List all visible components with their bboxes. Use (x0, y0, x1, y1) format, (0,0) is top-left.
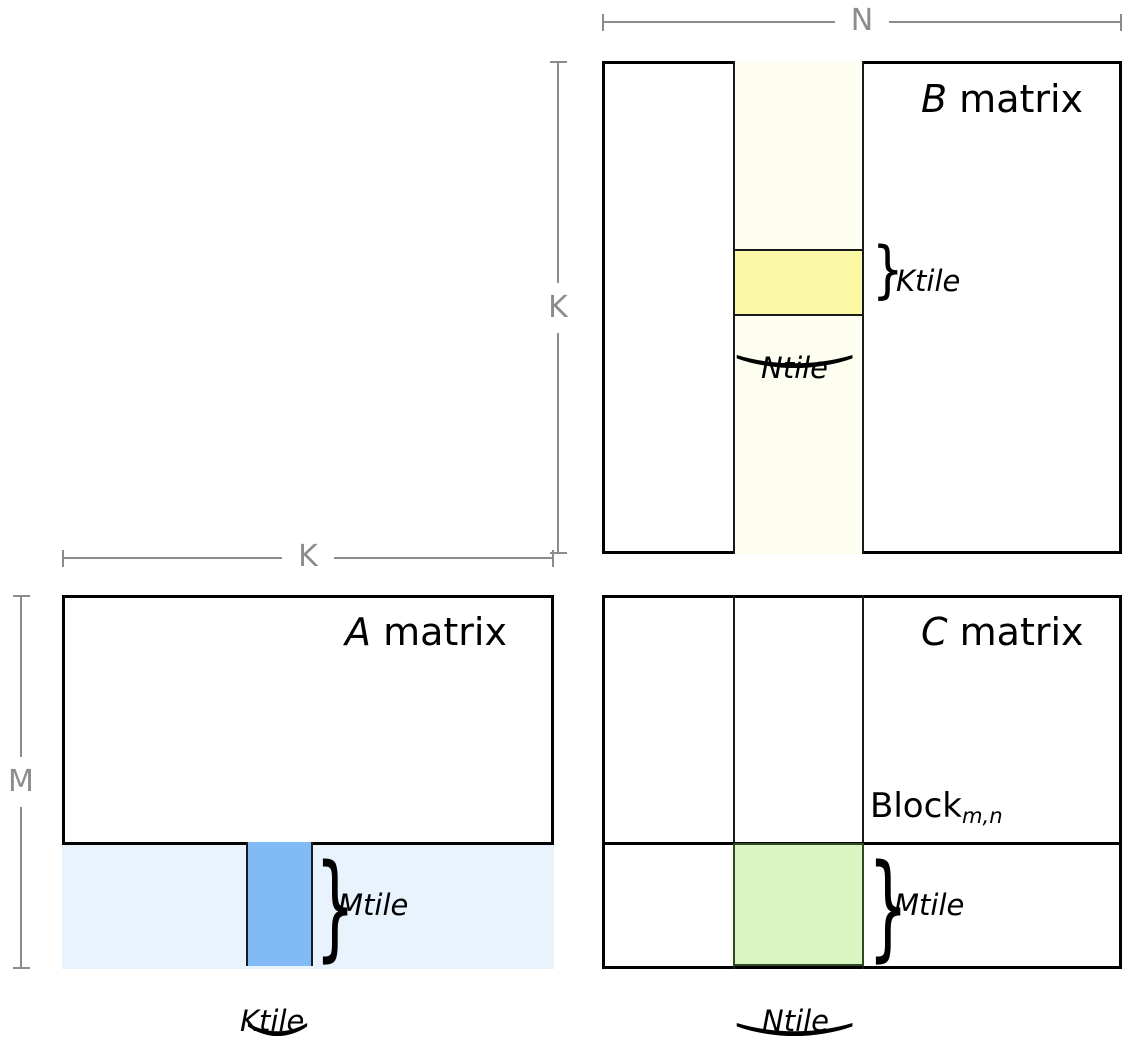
block-mn-base: Block (870, 786, 962, 826)
matrix-c-gridline-left (733, 595, 735, 969)
ruler-cap-right (552, 549, 554, 567)
matrix-b-var: B (921, 77, 948, 121)
brace-glyph: } (871, 233, 904, 306)
label-b-ktile: Ktile (896, 264, 961, 298)
brace-glyph: ⏝ (247, 963, 308, 1033)
matrix-a-tile (246, 842, 313, 966)
dimension-ruler-k-horizontal: K (62, 539, 554, 574)
ruler-bar-left (64, 557, 283, 559)
matrix-c (602, 595, 1122, 969)
ruler-cap-top (549, 61, 567, 63)
matrix-b-word: matrix (959, 77, 1084, 121)
matrix-c-word: matrix (959, 610, 1084, 654)
ruler-cap-right (1120, 13, 1123, 31)
block-mn-label: Blockm,n (870, 786, 1003, 826)
matrix-b-tile (733, 249, 864, 316)
brace-glyph: } (868, 840, 909, 974)
label-c-mtile: Mtile (894, 888, 965, 922)
brace-glyph: ⏝ (735, 963, 854, 1033)
matrix-c-gridline-right (862, 595, 864, 969)
matrix-a-label: A matrix (345, 613, 507, 651)
ruler-bar-bottom (20, 807, 22, 967)
ruler-bar-right (889, 21, 1121, 23)
matrix-a-word: matrix (383, 610, 507, 654)
matrix-c-tile (733, 843, 864, 966)
ruler-cap-top (12, 595, 30, 597)
brace-c-ntile: ⏝ (735, 968, 853, 1028)
brace-c-mtile: } (868, 850, 908, 965)
brace-a-mtile: } (315, 850, 355, 965)
brace-a-ktile: ⏝ (247, 968, 308, 1028)
brace-b-ntile: ⏝ (735, 300, 853, 360)
matrix-c-label: C matrix (921, 613, 1084, 651)
brace-b-ktile: } (872, 239, 904, 301)
dimension-label-k-vertical: K (548, 289, 568, 325)
dimension-ruler-k-vertical: K (545, 61, 571, 554)
ruler-bar-top (20, 597, 22, 757)
dimension-ruler-n: N (602, 3, 1123, 38)
label-a-mtile: Mtile (338, 888, 409, 922)
ruler-cap-bottom (549, 552, 567, 554)
matrix-b-label: B matrix (921, 80, 1083, 118)
ruler-bar-bottom (557, 332, 559, 552)
dimension-label-m: M (8, 764, 34, 799)
matrix-a (62, 595, 554, 969)
matrix-b (602, 61, 1122, 554)
label-b-ntile: Ntile (761, 351, 829, 385)
dimension-ruler-m: M (8, 595, 34, 969)
label-a-ktile: Ktile (240, 1004, 305, 1038)
brace-glyph: } (315, 840, 356, 974)
matrix-c-var: C (921, 610, 948, 654)
ruler-cap-left (602, 13, 604, 31)
dimension-label-n: N (850, 3, 874, 38)
dimension-label-k-horizontal: K (298, 539, 318, 574)
matrix-a-var: A (345, 610, 371, 654)
ruler-bar-top (557, 63, 559, 283)
ruler-bar-left (604, 21, 835, 23)
label-c-ntile: Ntile (762, 1004, 830, 1038)
ruler-bar-right (333, 557, 552, 559)
ruler-cap-left (62, 549, 64, 567)
block-mn-subscript: m,n (961, 803, 1003, 829)
ruler-cap-bottom (12, 967, 30, 969)
brace-glyph: ⏝ (735, 295, 854, 365)
